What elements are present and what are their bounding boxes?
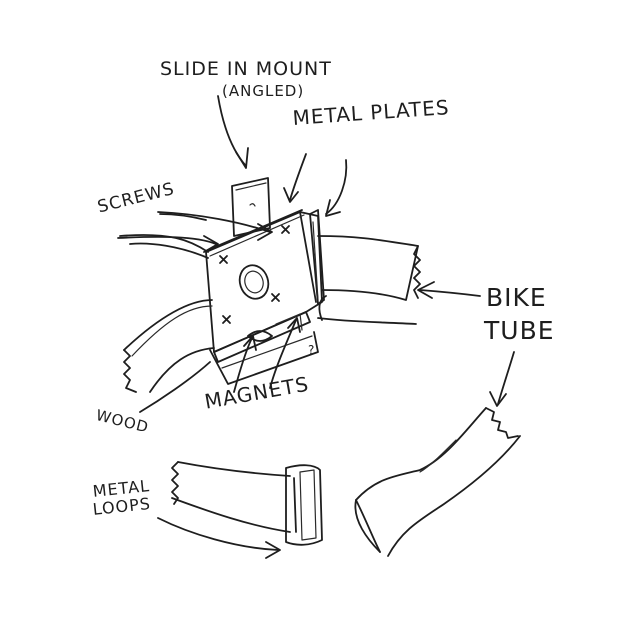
metal-plates bbox=[309, 209, 325, 305]
bike-tube-strap bbox=[354, 407, 521, 557]
magnet-slot bbox=[247, 313, 303, 342]
arrow-metal-plates-left bbox=[283, 153, 307, 203]
arrow-tube-down bbox=[489, 351, 515, 407]
arrow-screws-1 bbox=[117, 235, 219, 253]
metal-loop-buckle bbox=[285, 464, 323, 546]
strap-upper-left bbox=[119, 213, 209, 259]
label-angled: (ANGLED) bbox=[222, 82, 305, 100]
x-cross-icon bbox=[222, 315, 231, 324]
strap-with-metal-loop bbox=[171, 461, 323, 546]
slide-in-mount bbox=[231, 177, 271, 237]
arrow-screws-2 bbox=[157, 211, 273, 241]
x-cross-icon bbox=[281, 225, 290, 234]
arrow-bike-tube bbox=[417, 281, 481, 299]
arrow-metal-loops bbox=[157, 517, 281, 559]
arrow-magnets bbox=[233, 317, 301, 393]
label-slide-in-mount: SLIDE IN MOUNT bbox=[160, 58, 332, 80]
strap-lower-right bbox=[317, 317, 417, 325]
x-cross-icon bbox=[219, 255, 228, 264]
arrow-wood bbox=[139, 361, 211, 413]
x-cross-icon bbox=[271, 293, 280, 302]
strap-lower-left bbox=[123, 299, 215, 393]
arrow-slide-in-mount bbox=[217, 95, 249, 169]
label-bike: BIKE bbox=[486, 283, 547, 312]
arrow-side-loop bbox=[318, 295, 327, 321]
label-tube: TUBE bbox=[484, 316, 555, 345]
center-hole bbox=[238, 264, 270, 300]
arrow-metal-plates-right bbox=[325, 159, 348, 217]
wood-block bbox=[205, 209, 323, 385]
strap-upper-right bbox=[317, 235, 421, 301]
label-question-mark: ? bbox=[308, 343, 316, 357]
screw-marks bbox=[219, 225, 290, 324]
